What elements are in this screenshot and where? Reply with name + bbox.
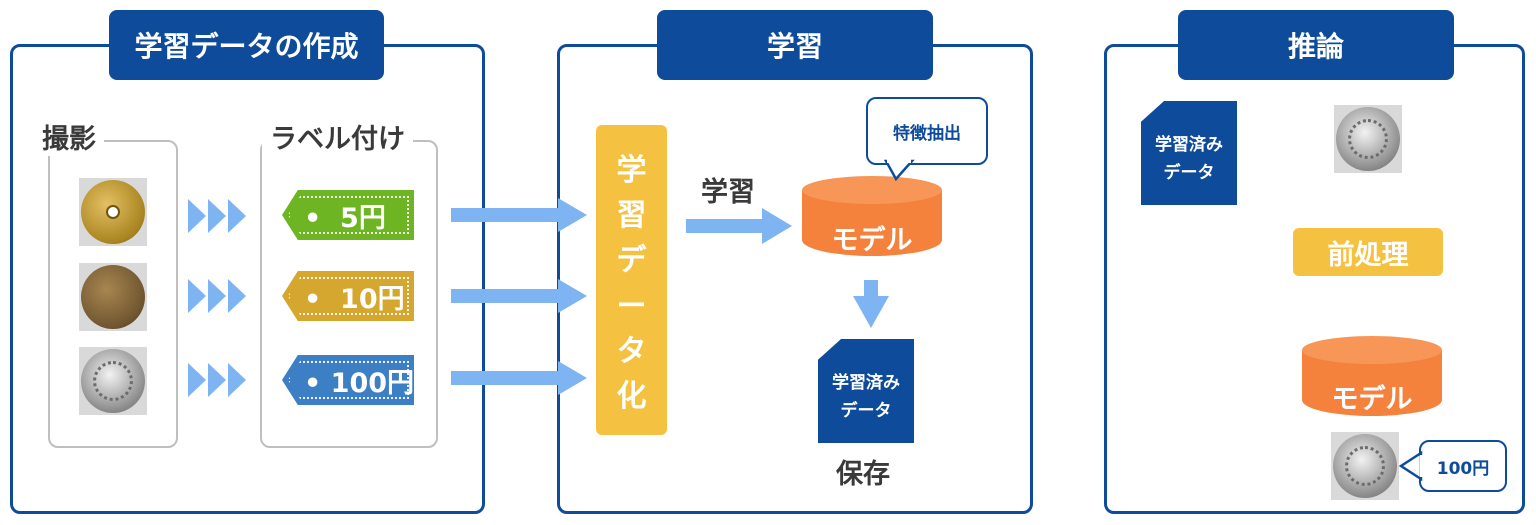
training-arrow-label: 学習 — [701, 177, 755, 208]
model-label-training: モデル — [831, 225, 913, 256]
output-coin-photo — [1331, 432, 1399, 500]
label-tag-100yen: • 100円 — [282, 355, 414, 405]
training-title: 学習 — [657, 10, 933, 80]
input-coin-photo — [1334, 105, 1402, 173]
result-callout: 100円 — [1419, 440, 1507, 492]
save-label: 保存 — [836, 459, 890, 490]
photo-group — [48, 140, 178, 448]
label-tag-5yen: • 5円 — [282, 190, 414, 240]
labeling-label: ラベル付け — [262, 124, 413, 156]
dataize-bar: 学 習 デ ー タ 化 — [596, 125, 667, 435]
chevron-arrows-row3 — [188, 363, 246, 397]
model-cylinder-inference — [1302, 336, 1442, 416]
photo-label: 撮影 — [34, 124, 104, 156]
chevron-arrows-row2 — [188, 279, 246, 313]
coin-5yen-photo — [79, 178, 147, 246]
coin-100yen-photo — [79, 347, 147, 415]
create-data-title: 学習データの作成 — [109, 10, 384, 80]
coin-10yen-photo — [79, 263, 147, 331]
result-callout-pointer — [1398, 450, 1426, 482]
label-tag-10yen: • 10円 — [282, 271, 414, 321]
callout-pointer — [883, 158, 915, 182]
preprocess-box: 前処理 — [1293, 228, 1443, 276]
trained-data-document: 学習済み データ — [818, 339, 914, 443]
chevron-arrows-row1 — [188, 199, 246, 233]
model-cylinder-training — [802, 176, 942, 256]
feature-extraction-callout: 特徴抽出 — [866, 97, 988, 165]
model-label-inference: モデル — [1331, 384, 1413, 415]
trained-data-document-infer: 学習済み データ — [1141, 101, 1237, 205]
inference-title: 推論 — [1178, 10, 1454, 80]
